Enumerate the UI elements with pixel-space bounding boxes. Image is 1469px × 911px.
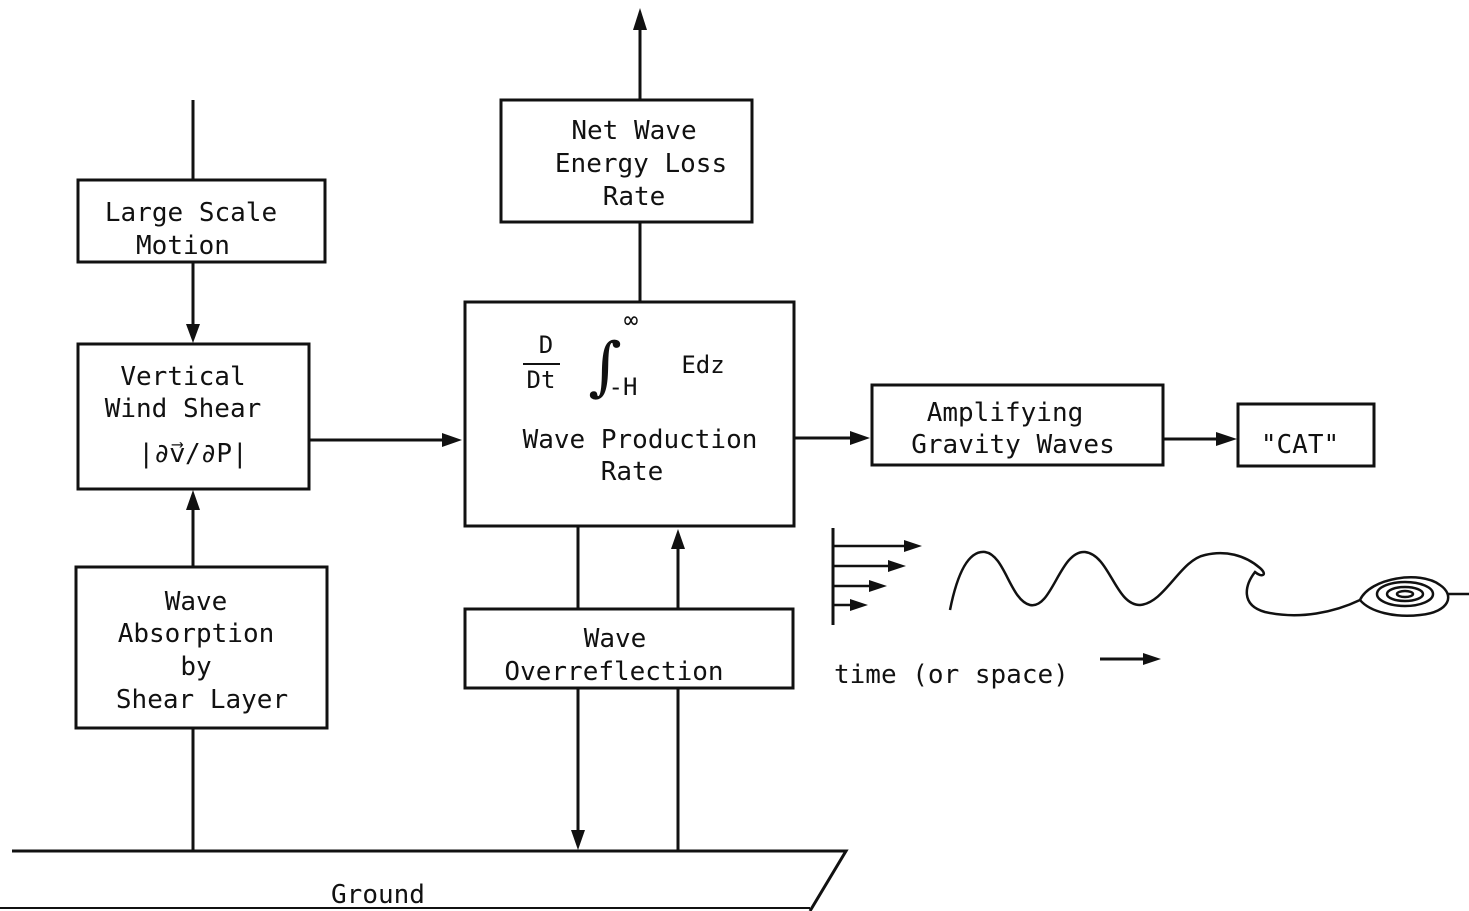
ground: Ground: [0, 851, 846, 911]
overreflection-line-2: Overreflection: [504, 657, 723, 687]
energy-loss-line-1: Net Wave: [571, 116, 696, 146]
arrowhead-up-production: [671, 529, 685, 549]
amplifying-line-1: Amplifying: [927, 398, 1084, 428]
energy-loss-line-3: Rate: [603, 182, 666, 212]
integral-lower-limit: -H: [609, 373, 638, 401]
box-net-wave-energy-loss: Net Wave Energy Loss Rate: [501, 100, 752, 222]
vertical-wind-shear-line-1: Vertical: [120, 362, 245, 392]
vortex-ring-1: [1377, 582, 1433, 606]
energy-loss-line-2: Energy Loss: [555, 149, 727, 179]
arrowhead-down-ground: [571, 830, 585, 850]
wave-absorption-line-4: Shear Layer: [116, 685, 288, 715]
wave-absorption-line-3: by: [180, 652, 211, 682]
box-vertical-wind-shear: Vertical Wind Shear |∂v⃗/∂P|: [78, 344, 309, 489]
large-scale-motion-line-2: Motion: [136, 231, 230, 261]
vertical-wind-shear-formula: |∂v⃗/∂P|: [138, 439, 247, 469]
profile-arrowhead-4: [850, 599, 868, 611]
box-wave-absorption: Wave Absorption by Shear Layer: [76, 567, 327, 728]
time-arrowhead: [1143, 653, 1161, 665]
arrowhead-right-cat: [1216, 432, 1237, 446]
box-wave-production: D Dt ∫ ∞ -H Edz Wave Production Rate: [465, 302, 794, 526]
velocity-profile-sketch: [833, 528, 922, 625]
arrowhead-right-production: [442, 433, 462, 447]
profile-arrowhead-3: [869, 580, 887, 592]
operator-denominator: Dt: [527, 366, 556, 394]
wave-absorption-line-2: Absorption: [118, 619, 275, 649]
box-cat: "CAT": [1238, 404, 1374, 466]
large-scale-motion-line-1: Large Scale: [105, 198, 277, 228]
breaking-wave-sketch: [950, 552, 1469, 616]
arrowhead-down-wind-shear: [186, 324, 200, 343]
time-axis-label: time (or space): [834, 660, 1069, 690]
arrowhead-up-top: [633, 8, 647, 30]
wave-absorption-line-1: Wave: [165, 587, 228, 617]
box-large-scale-motion: Large Scale Motion: [78, 180, 325, 262]
vertical-wind-shear-line-2: Wind Shear: [105, 394, 262, 424]
profile-arrowhead-2: [888, 560, 906, 572]
box-amplifying-gravity-waves: Amplifying Gravity Waves: [872, 385, 1163, 465]
ground-outline: [12, 851, 846, 911]
arrowhead-right-amplifying: [850, 431, 870, 445]
integral-upper-limit: ∞: [624, 306, 638, 334]
arrowhead-up-wind-shear: [186, 490, 200, 510]
cat-label: "CAT": [1261, 430, 1339, 460]
wave-curve: [950, 552, 1360, 615]
integrand: Edz: [681, 351, 724, 379]
vortex-ring-2: [1387, 587, 1423, 601]
overreflection-line-1: Wave: [584, 624, 647, 654]
operator-numerator: D: [539, 331, 553, 359]
amplifying-line-2: Gravity Waves: [911, 430, 1115, 460]
box-wave-overreflection: Wave Overreflection: [465, 609, 793, 688]
wave-production-line-2: Rate: [601, 457, 664, 487]
time-axis: time (or space): [834, 653, 1161, 690]
ground-label: Ground: [331, 880, 425, 910]
wave-production-line-1: Wave Production: [523, 425, 758, 455]
vortex-core: [1397, 591, 1413, 597]
profile-arrowhead-1: [904, 540, 922, 552]
